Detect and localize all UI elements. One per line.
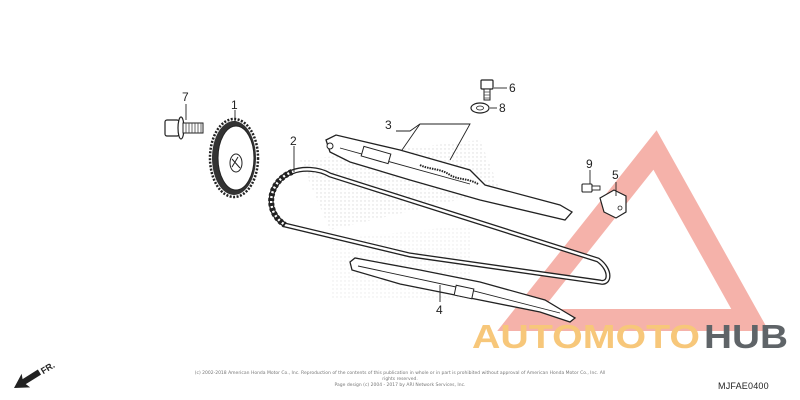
chain-guide bbox=[349, 257, 577, 323]
callout-5: 5 bbox=[612, 168, 619, 182]
copyright-line1: (c) 2002-2018 American Honda Motor Co., … bbox=[194, 371, 606, 382]
chain-tensioner bbox=[325, 134, 574, 221]
callout-1: 1 bbox=[231, 98, 238, 112]
copyright-line2: Page design (c) 2004 - 2017 by ARI Netwo… bbox=[334, 383, 466, 388]
callout-9: 9 bbox=[586, 157, 593, 171]
callout-3: 3 bbox=[385, 118, 392, 132]
watermark-logo bbox=[497, 130, 769, 331]
watermark-part2: HUB bbox=[704, 318, 788, 355]
diagram-code: MJFAE0400 bbox=[718, 381, 769, 391]
watermark-wordmark: AUTOMOTO HUB bbox=[472, 318, 788, 355]
callout-7: 7 bbox=[182, 90, 189, 104]
callout-6: 6 bbox=[509, 81, 516, 95]
sealing-washer bbox=[470, 102, 490, 114]
cam-chain bbox=[268, 166, 611, 285]
leader-lines bbox=[185, 87, 617, 302]
cam-sprocket bbox=[208, 117, 260, 199]
callout-4: 4 bbox=[436, 303, 443, 317]
flange-bolt bbox=[164, 116, 204, 140]
callout-2: 2 bbox=[290, 134, 297, 148]
small-bolt bbox=[581, 183, 601, 193]
callout-8: 8 bbox=[499, 101, 506, 115]
watermark-part1: AUTOMOTO bbox=[472, 318, 700, 355]
front-arrow-icon: FR. bbox=[14, 360, 57, 388]
tensioner-cap bbox=[599, 189, 627, 219]
tensioner-bolt bbox=[480, 79, 494, 101]
copyright-notice: (c) 2002-2018 American Honda Motor Co., … bbox=[190, 371, 610, 389]
front-label: FR. bbox=[39, 360, 57, 376]
